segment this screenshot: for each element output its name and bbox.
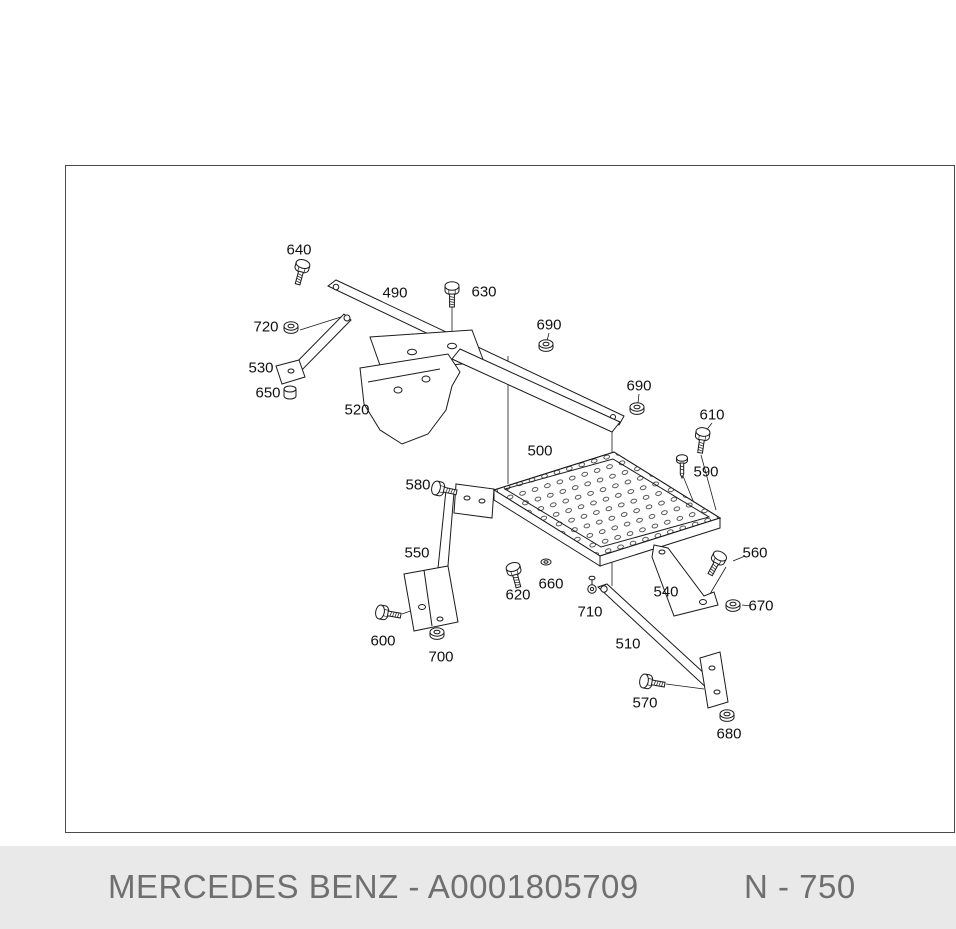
part-callout-680: 680 [716, 725, 742, 743]
part-callout-580: 580 [405, 476, 431, 494]
part-callout-640: 640 [286, 241, 312, 259]
part-callout-600: 600 [370, 632, 396, 650]
part-callout-610: 610 [699, 406, 725, 424]
part-callout-510: 510 [615, 635, 641, 653]
part-callout-520: 520 [344, 401, 370, 419]
part-callout-650: 650 [255, 384, 281, 402]
part-callout-720: 720 [253, 318, 279, 336]
part-callout-710: 710 [577, 603, 603, 621]
part-callout-690: 690 [626, 377, 652, 395]
part-callout-550: 550 [404, 544, 430, 562]
footer-bar: MERCEDES BENZ - A0001805709 N - 750 [0, 846, 956, 929]
part-callout-670: 670 [748, 597, 774, 615]
diagram-frame [65, 165, 955, 833]
part-callout-590: 590 [693, 463, 719, 481]
part-callout-500: 500 [527, 442, 553, 460]
part-callout-530: 530 [248, 359, 274, 377]
part-callout-700: 700 [428, 648, 454, 666]
part-callout-560: 560 [742, 544, 768, 562]
part-callout-490: 490 [382, 284, 408, 302]
part-callout-620: 620 [505, 586, 531, 604]
part-callout-540: 540 [653, 583, 679, 601]
part-callout-660: 660 [538, 575, 564, 593]
part-callout-570: 570 [632, 694, 658, 712]
part-callout-690: 690 [536, 316, 562, 334]
part-callout-630: 630 [471, 283, 497, 301]
footer-title: MERCEDES BENZ - A0001805709 [108, 867, 639, 905]
footer-page-ref: N - 750 [744, 867, 856, 905]
